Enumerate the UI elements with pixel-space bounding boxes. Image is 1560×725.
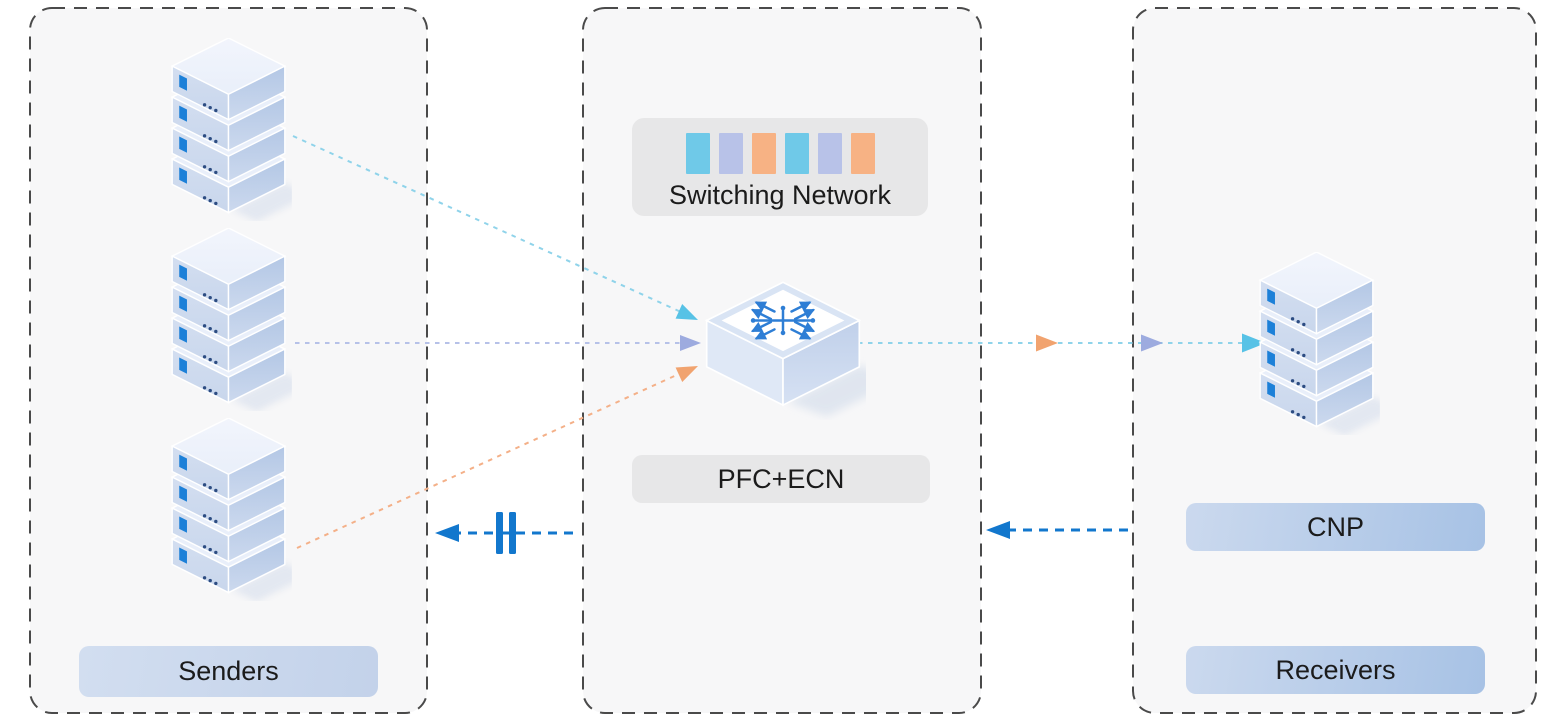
queue-slot <box>685 133 710 174</box>
queue-slot <box>784 133 809 174</box>
network-switch-icon <box>700 279 866 420</box>
switch-queue <box>685 133 875 174</box>
arrowhead-icon <box>680 335 701 351</box>
pause-arrow <box>435 512 573 554</box>
switching-network-label: Switching Network <box>668 180 892 210</box>
pause-frames-icon <box>496 512 516 554</box>
arrowhead-icon <box>675 304 698 320</box>
queue-slot <box>817 133 842 174</box>
receivers-label: Receivers <box>1186 646 1485 694</box>
server-stack-icon <box>165 418 292 601</box>
arrowhead-icon <box>1141 334 1163 352</box>
pfc-ecn-label: PFC+ECN <box>632 455 930 503</box>
server-stack-icon <box>1253 252 1380 435</box>
queue-slot <box>751 133 776 174</box>
arrowhead-icon <box>1036 334 1058 352</box>
arrowhead-icon <box>1242 333 1266 353</box>
arrowhead-icon <box>986 521 1010 539</box>
switching-network-box: Switching Network <box>632 118 928 216</box>
server-stack-icon <box>165 228 292 411</box>
arrowhead-icon <box>435 524 459 542</box>
senders-label: Senders <box>79 646 378 697</box>
queue-slot <box>718 133 743 174</box>
cnp-label: CNP <box>1186 503 1485 551</box>
arrowhead-icon <box>675 366 698 383</box>
server-stack-icon <box>165 38 292 221</box>
flow-sender3-line <box>296 372 682 549</box>
flow-sender1-line <box>292 135 682 313</box>
queue-slot <box>850 133 875 174</box>
cnp-arrow <box>986 521 1128 539</box>
